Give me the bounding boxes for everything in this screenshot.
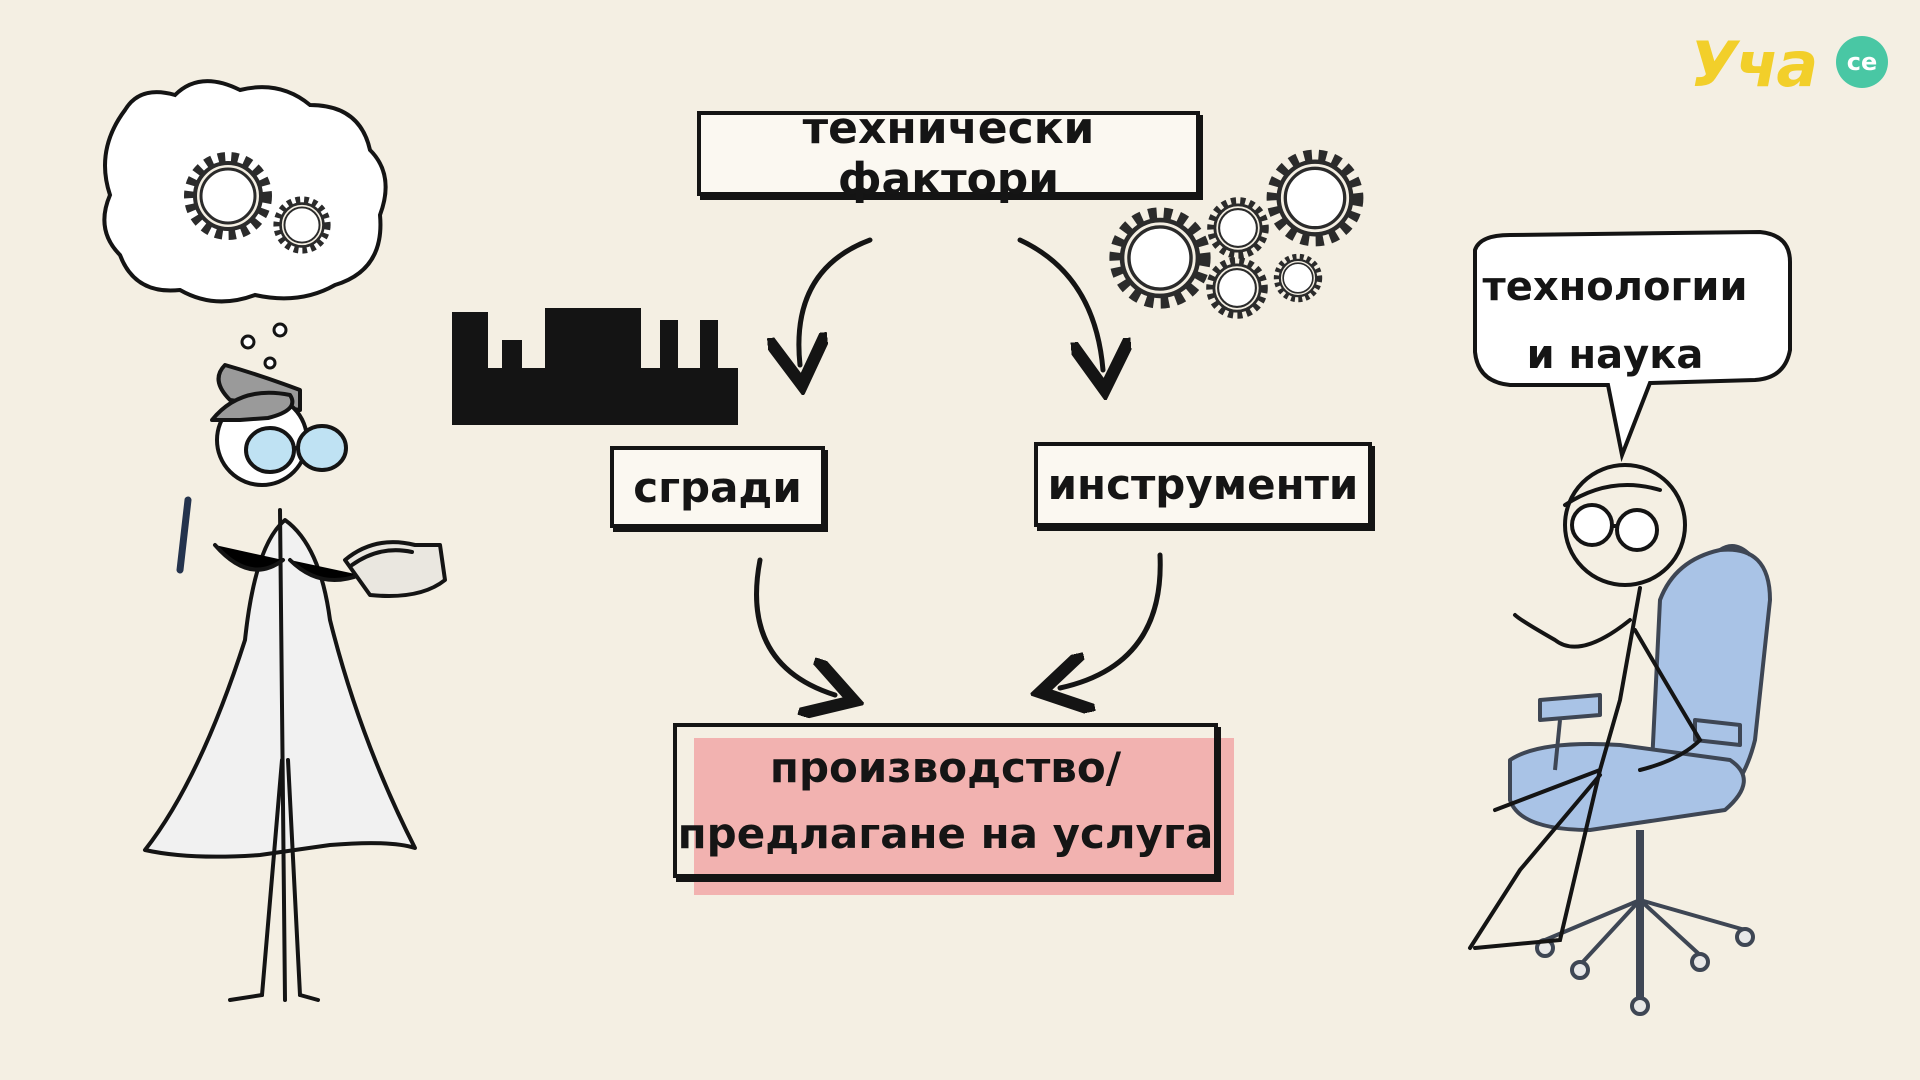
logo-text: Уча <box>1690 28 1818 101</box>
production-label-line2: предлагане на услуга <box>677 808 1214 858</box>
scientist-figure <box>143 363 447 1002</box>
buildings-box: сгради <box>610 446 825 528</box>
speech-line2: и наука <box>1526 332 1704 378</box>
gear-icon <box>1277 257 1319 299</box>
thinker-figure <box>1468 463 1703 950</box>
technical-factors-label: технически фактори <box>802 102 1095 205</box>
gear-icon <box>1116 214 1203 301</box>
logo-badge: се <box>1836 36 1888 88</box>
speech-bubble-text: технологии и наука <box>1455 253 1775 389</box>
arrows <box>754 237 1163 695</box>
production-label-line1: производство/ <box>769 743 1122 793</box>
production-highlight <box>694 738 1234 895</box>
speech-bubble <box>1473 229 1792 463</box>
gear-icon <box>1273 156 1357 240</box>
ucha-se-logo: Уча се <box>1690 28 1900 108</box>
buildings-label: сгради <box>633 462 802 512</box>
arrow-tools-to-production <box>1060 552 1163 688</box>
tools-label: инструменти <box>1047 460 1359 509</box>
arrow-to-buildings <box>799 237 873 365</box>
gear-icon <box>1211 201 1264 254</box>
building-icon <box>452 308 738 425</box>
arrow-buildings-to-production <box>754 557 835 695</box>
arrow-to-tools <box>1017 237 1103 370</box>
tools-box: инструменти <box>1034 442 1372 527</box>
office-chair <box>1508 544 1772 1016</box>
speech-line1: технологии <box>1482 264 1748 310</box>
gear-icon <box>1210 261 1263 314</box>
technical-factors-box: технически фактори <box>697 103 1200 205</box>
production-box: производство/ предлагане на услуга <box>673 723 1218 878</box>
